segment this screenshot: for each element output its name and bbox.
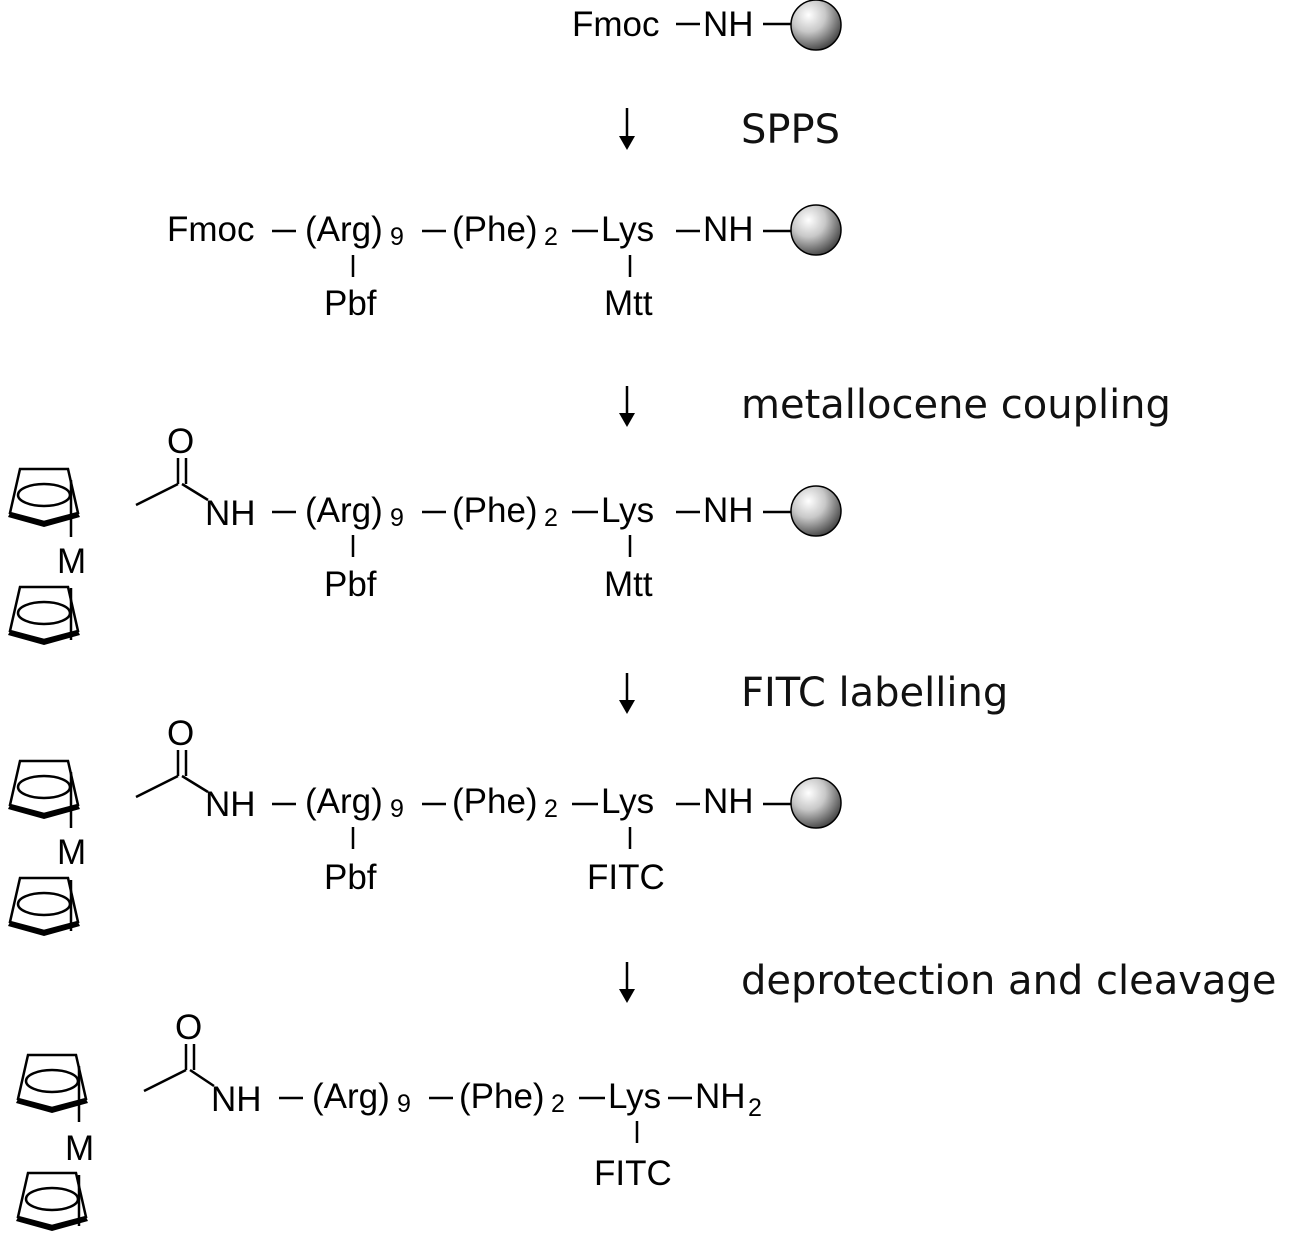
nh-label: NH (703, 210, 754, 249)
mtt-label: Mtt (604, 284, 653, 323)
lys-label: Lys (601, 491, 654, 530)
step-label-spps: SPPS (741, 107, 840, 153)
phe-subscript: 2 (544, 504, 558, 532)
resin-bead-icon (790, 485, 842, 537)
arg-label: (Arg) (305, 782, 383, 821)
phe-subscript: 2 (544, 795, 558, 823)
phe-label: (Phe) (452, 782, 538, 821)
resin-bead-icon (790, 204, 842, 256)
metallocene-icon: M O (6, 422, 209, 647)
pbf-label: Pbf (324, 284, 377, 323)
amide-nh-label: NH (205, 494, 256, 533)
amide-nh-label: NH (211, 1080, 262, 1119)
nh2-label: NH (695, 1077, 746, 1116)
reaction-arrow (619, 962, 635, 1003)
arg-label: (Arg) (312, 1077, 390, 1116)
fmoc-label: Fmoc (167, 210, 255, 249)
arg-label: (Arg) (305, 210, 383, 249)
resin-bead-icon (790, 0, 842, 51)
carbonyl-o-label: O (167, 422, 194, 461)
nh-label: NH (703, 5, 754, 44)
phe-subscript: 2 (551, 1090, 565, 1118)
metallocene-peptide-resin: M O NH (Arg) 9 (Phe) 2 Lys NH Pbf Mtt (6, 422, 842, 647)
reaction-arrow (619, 108, 635, 150)
fitc-label: FITC (594, 1154, 672, 1193)
reaction-arrow (619, 673, 635, 714)
protected-peptide-resin: Fmoc (Arg) 9 (Phe) 2 Lys NH Pbf Mtt (167, 204, 842, 323)
metal-label: M (57, 833, 86, 872)
arg-subscript: 9 (390, 504, 404, 532)
arg-subscript: 9 (397, 1090, 411, 1118)
lys-label: Lys (601, 782, 654, 821)
phe-subscript: 2 (544, 223, 558, 251)
arg-label: (Arg) (305, 491, 383, 530)
amide-nh-label: NH (205, 785, 256, 824)
step-label-coupling: metallocene coupling (741, 382, 1171, 428)
reaction-arrow (619, 386, 635, 427)
metallocene-icon: M O (14, 1008, 215, 1233)
step-label-fitc: FITC labelling (741, 670, 1008, 716)
final-product: M O NH (Arg) 9 (Phe) 2 Lys NH 2 FITC (14, 1008, 762, 1233)
metallocene-icon: M O (6, 714, 209, 938)
fmoc-label: Fmoc (572, 5, 660, 44)
nh-label: NH (703, 491, 754, 530)
lys-label: Lys (608, 1077, 661, 1116)
step-label-deprotection: deprotection and cleavage (741, 958, 1276, 1004)
arg-subscript: 9 (390, 223, 404, 251)
phe-label: (Phe) (459, 1077, 545, 1116)
pbf-label: Pbf (324, 565, 377, 604)
fitc-peptide-resin: M O NH (Arg) 9 (Phe) 2 Lys NH Pbf FITC (6, 714, 842, 938)
phe-label: (Phe) (452, 491, 538, 530)
resin-bead-icon (790, 777, 842, 829)
carbonyl-o-label: O (167, 714, 194, 753)
mtt-label: Mtt (604, 565, 653, 604)
lys-label: Lys (601, 210, 654, 249)
metal-label: M (65, 1129, 94, 1168)
nh2-subscript: 2 (748, 1094, 762, 1122)
nh-label: NH (703, 782, 754, 821)
fitc-label: FITC (587, 858, 665, 897)
carbonyl-o-label: O (175, 1008, 202, 1047)
arg-subscript: 9 (390, 795, 404, 823)
phe-label: (Phe) (452, 210, 538, 249)
metal-label: M (57, 542, 86, 581)
pbf-label: Pbf (324, 858, 377, 897)
starting-resin: Fmoc NH (572, 0, 842, 51)
